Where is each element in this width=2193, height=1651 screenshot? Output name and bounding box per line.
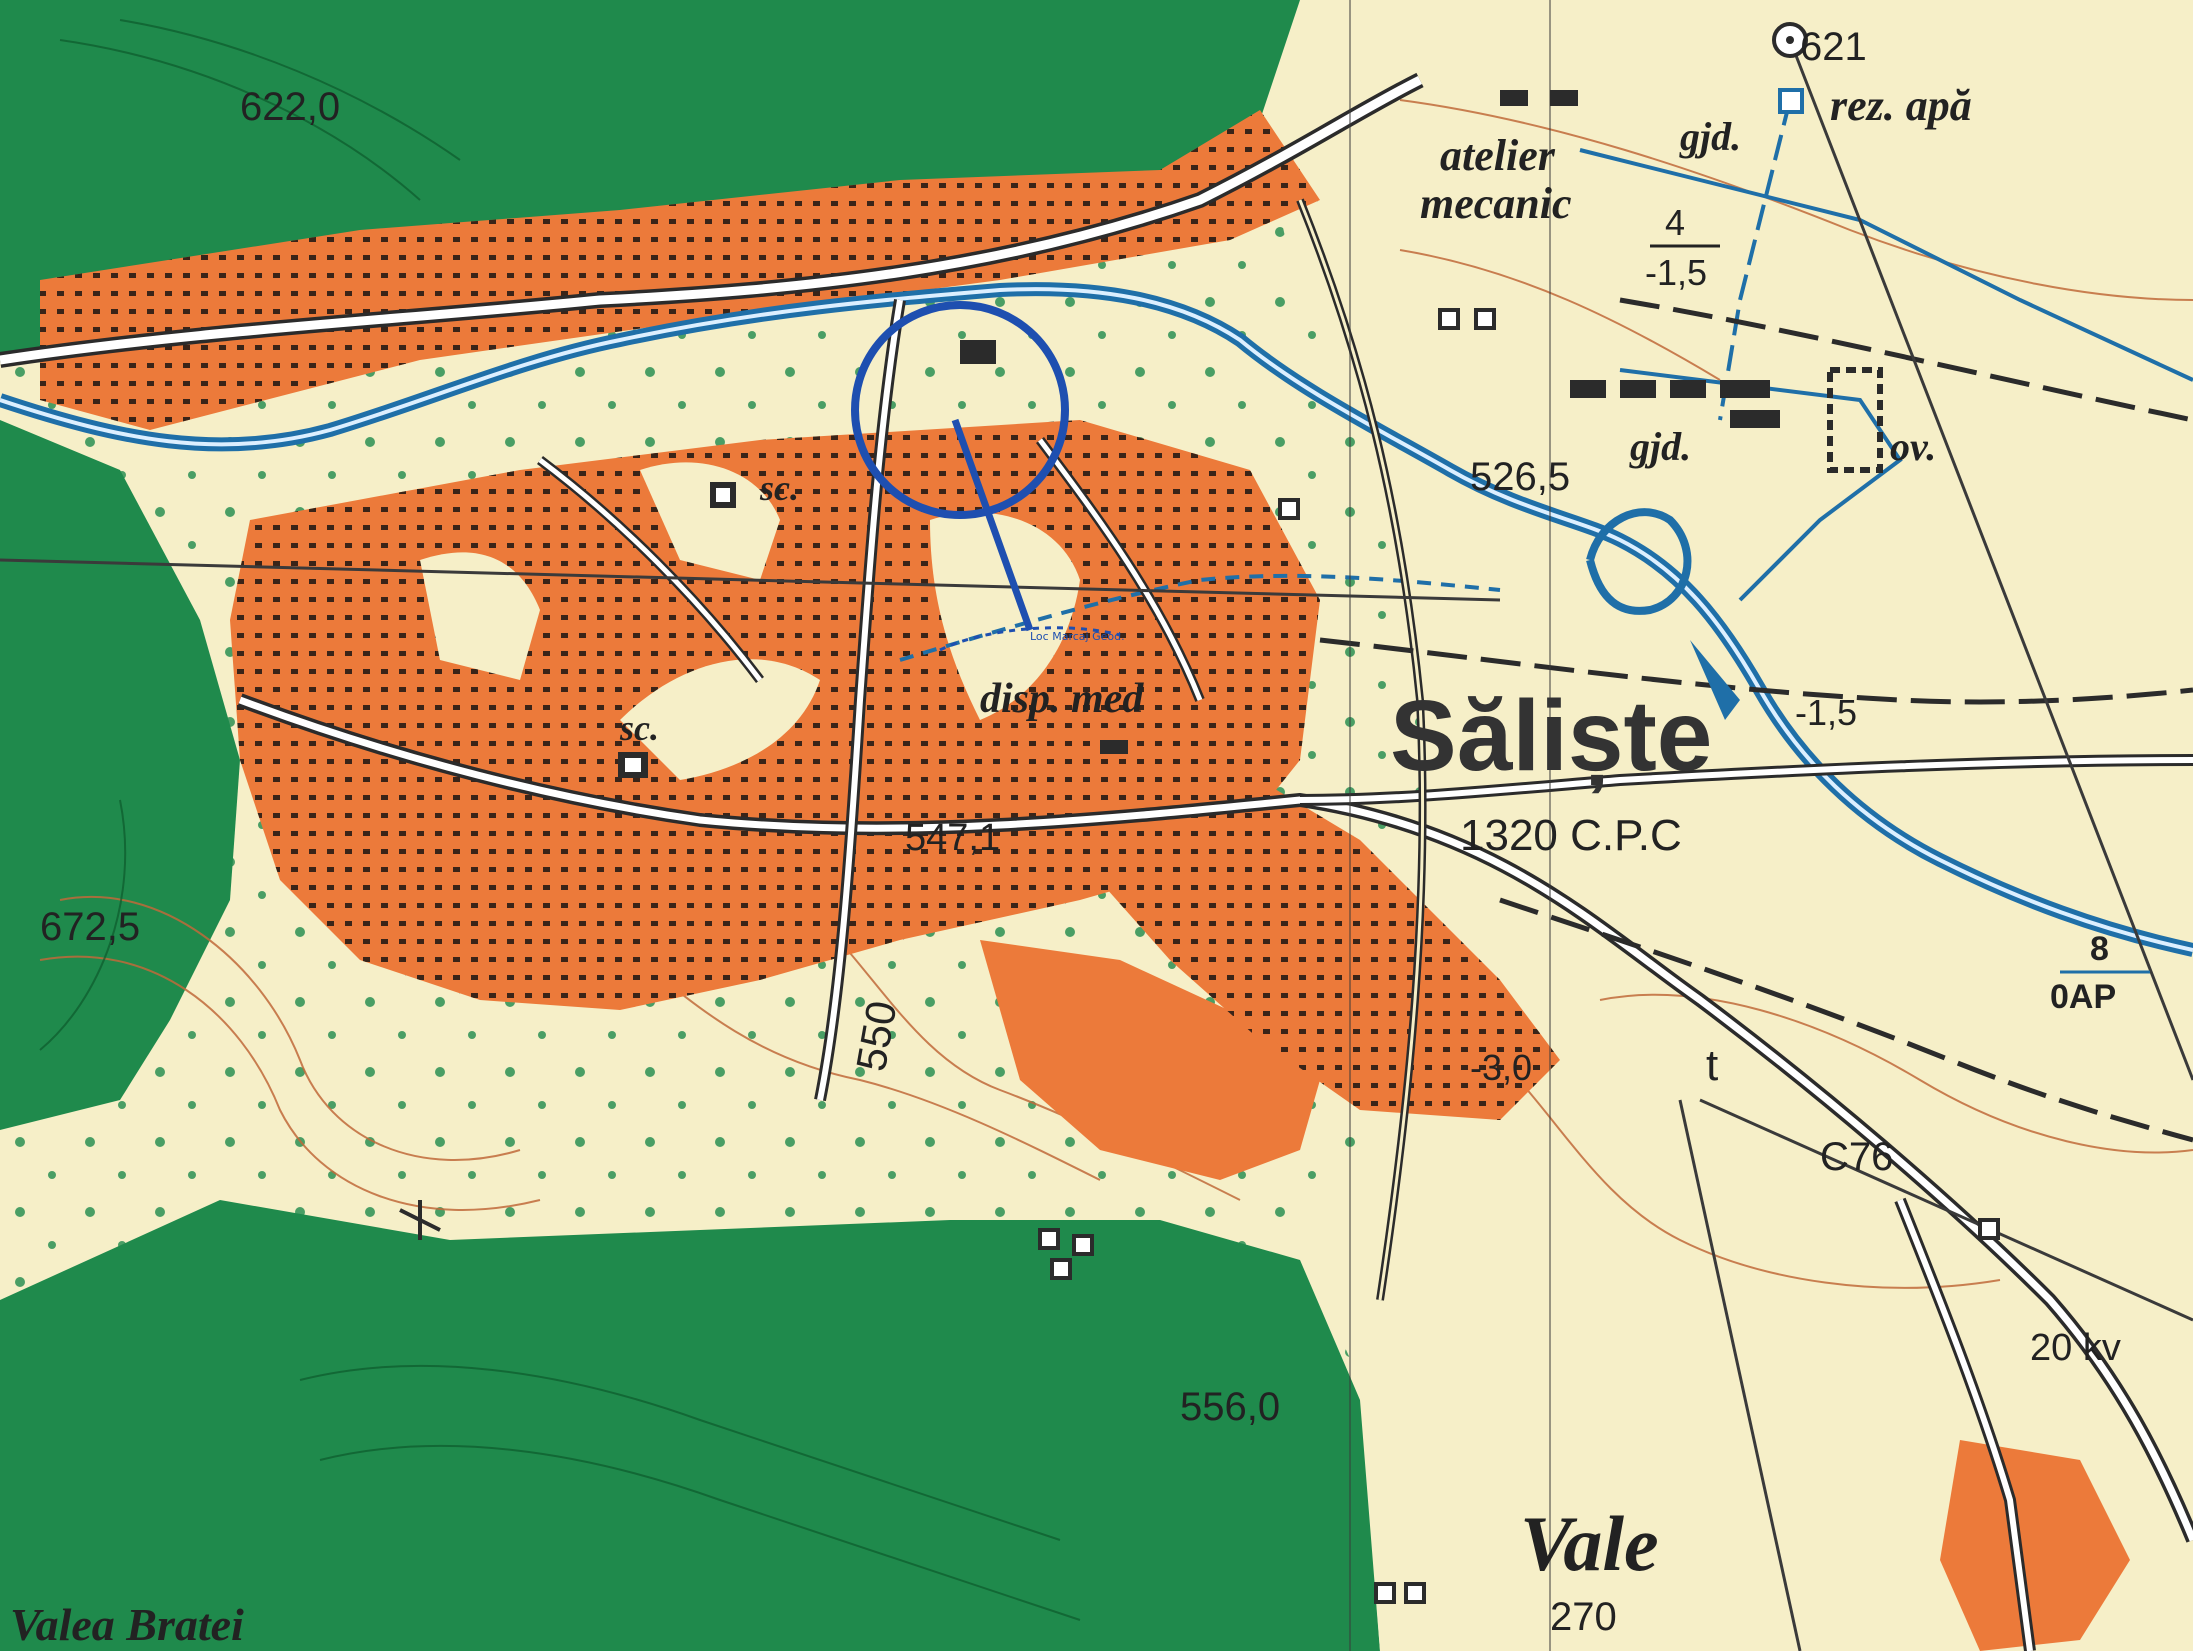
- clearing-north-east: [1260, 0, 2193, 1651]
- water-reservoir-icon: [1778, 88, 1804, 114]
- elevation-526: 526,5: [1470, 455, 1570, 499]
- elevation-622: 622,0: [240, 85, 340, 129]
- workshop-label-line1: atelier: [1440, 131, 1556, 180]
- forest-south: [0, 1200, 1380, 1651]
- hamlet-name: Vale: [1520, 1500, 1659, 1587]
- depth-label-1: -1,5: [1795, 692, 1857, 733]
- church-icon: [710, 482, 736, 508]
- annotation-callout: Loc Marcaj Geod.: [1030, 630, 1125, 643]
- water-reservoir-label: rez. apă: [1830, 81, 1972, 130]
- school-icon: [618, 752, 648, 778]
- gjd-label-top: gjd.: [1679, 114, 1741, 159]
- village-name: Săliște: [1390, 680, 1712, 794]
- dispensary-label: disp. med: [980, 676, 1144, 722]
- annotation-marker: Loc Marcaj Geod.: [851, 301, 1125, 652]
- triangulation-point-icon: [1772, 22, 1808, 58]
- fraction-label-2: 8 0AP: [2050, 930, 2150, 1016]
- building-symbols: [960, 90, 1883, 754]
- road-code: C76: [1820, 1135, 1893, 1179]
- ov-label: ov.: [1890, 424, 1936, 469]
- fraction-label-1: 4 -1,5: [1645, 202, 1720, 293]
- school-label-1: sc.: [759, 468, 799, 508]
- roads: [0, 72, 2193, 1651]
- valley-name: Valea Bratei: [10, 1599, 244, 1650]
- power-line-label: 20 kv: [2030, 1327, 2121, 1369]
- hamlet-number: 270: [1550, 1595, 1617, 1639]
- river-inner-line: [0, 287, 2193, 952]
- school-label-2: sc.: [619, 708, 659, 748]
- forest-contour-lines: [39, 19, 1081, 1621]
- fraction-1-bottom: -1,5: [1645, 252, 1707, 293]
- elevation-547: 547,1: [905, 817, 1000, 859]
- elevation-556: 556,0: [1180, 1385, 1280, 1429]
- fraction-2-bottom: 0AP: [2050, 978, 2116, 1016]
- fraction-2-top: 8: [2090, 930, 2109, 968]
- inner-yards: [420, 462, 1080, 780]
- elevation-672: 672,5: [40, 905, 140, 949]
- arrow-icon: [1690, 640, 1740, 720]
- small-house-icons: [1038, 308, 2000, 1604]
- forest-west: [0, 420, 240, 1130]
- water-pipelines: [1579, 99, 2193, 602]
- fraction-1-top: 4: [1665, 202, 1685, 243]
- river-loop: [1586, 508, 1692, 615]
- gjd-label-mid: gjd.: [1629, 424, 1691, 469]
- windmill-icon: [399, 1200, 441, 1240]
- village-code: 1320 C.P.C: [1460, 811, 1682, 860]
- elevation-621: 621: [1800, 25, 1867, 69]
- depth-label-2: -3,0: [1470, 1047, 1532, 1088]
- t-mark: t: [1706, 1041, 1718, 1090]
- workshop-label-line2: mecanic: [1420, 179, 1572, 228]
